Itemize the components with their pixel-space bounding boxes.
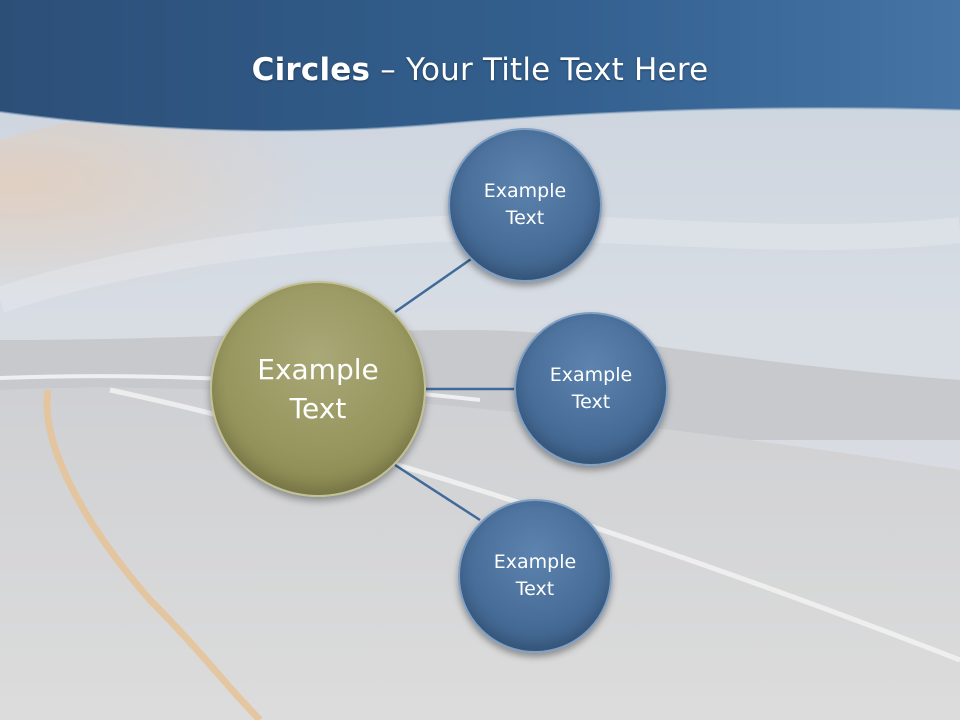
title-rest-part: – Your Title Text Here [370, 52, 709, 88]
connector-line-bottom [394, 463, 481, 522]
center-circle-label: Example Text [257, 352, 379, 425]
center-circle[interactable]: Example Text [210, 281, 426, 497]
title-bold-part: Circles [251, 52, 371, 88]
satellite-circle-middle[interactable]: Example Text [514, 312, 668, 466]
satellite-circle-label: Example Text [549, 364, 633, 413]
slide-title: Circles – Your Title Text Here [0, 52, 960, 88]
satellite-circle-label: Example Text [483, 180, 567, 229]
connector-line-top [394, 255, 475, 314]
satellite-circle-bottom[interactable]: Example Text [458, 499, 612, 653]
satellite-circle-label: Example Text [493, 551, 577, 600]
satellite-circle-top[interactable]: Example Text [448, 128, 602, 282]
